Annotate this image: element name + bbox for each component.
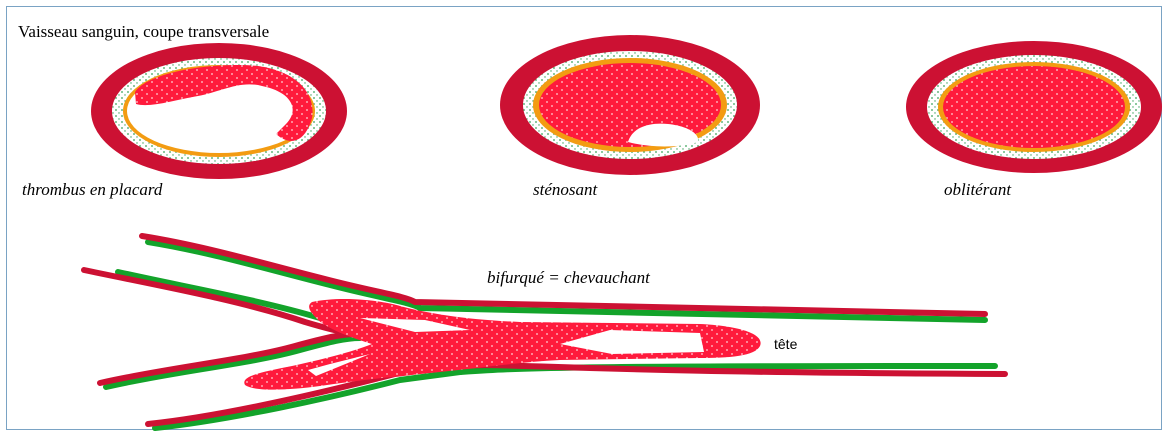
- diagram-title: Vaisseau sanguin, coupe transversale: [18, 22, 269, 42]
- vessel-obliterant: [906, 41, 1162, 173]
- caption-bifurcation: bifurqué = chevauchant: [487, 268, 650, 288]
- vessel-stenosant: [500, 35, 760, 175]
- caption-stenosant: sténosant: [533, 180, 597, 200]
- label-head: tête: [774, 336, 797, 352]
- vessel-thrombus-placard: [91, 43, 347, 179]
- caption-thrombus-placard: thrombus en placard: [22, 180, 162, 200]
- caption-obliterant: oblitérant: [944, 180, 1011, 200]
